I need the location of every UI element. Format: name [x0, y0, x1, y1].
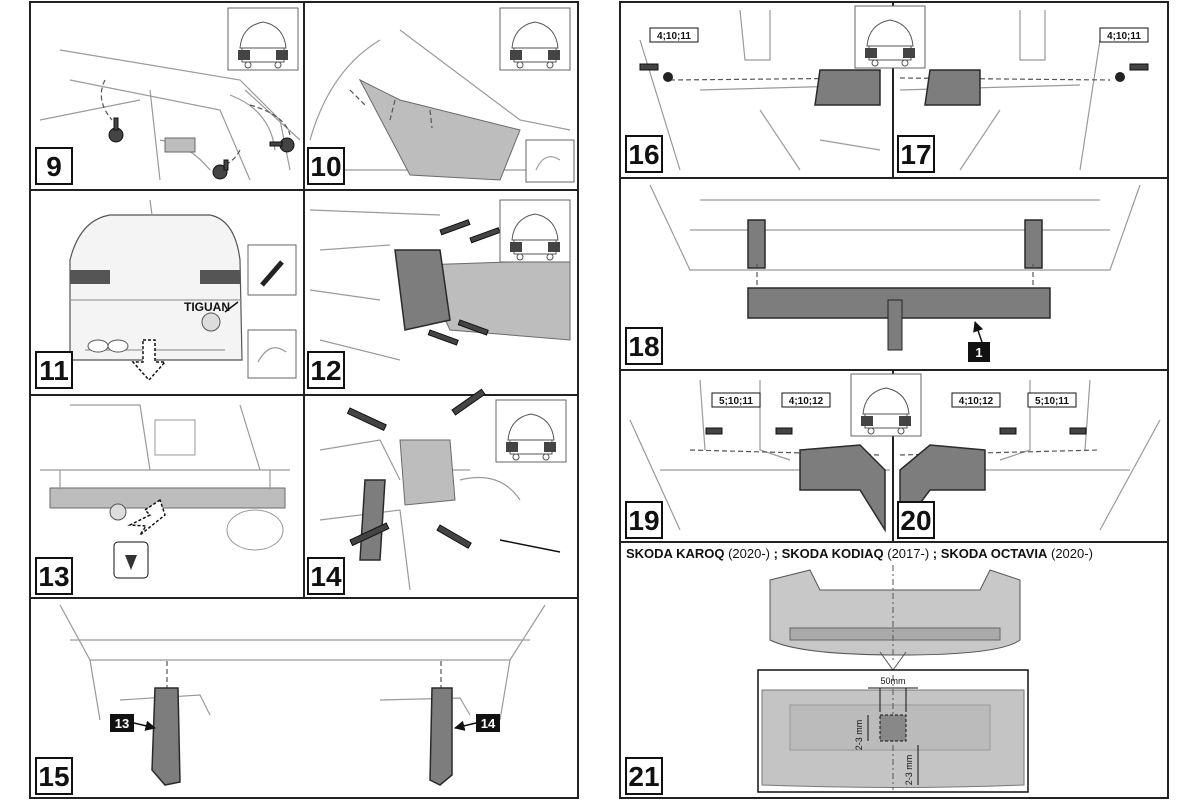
mount-plate: [394, 249, 451, 331]
step-label-19: [625, 501, 663, 539]
vehicle-models-title: SKODA KAROQ (2020-) ; SKODA KODIAQ (2017…: [626, 546, 1093, 561]
step-label-17: [897, 135, 935, 173]
step-number-14: 14: [310, 561, 342, 592]
panel-15: 13 14 15: [35, 604, 546, 795]
panel-10: 10: [307, 7, 575, 185]
step-number-20: 20: [900, 505, 931, 536]
bracket-left-16: [814, 69, 881, 106]
tiguan-emblem-label: TIGUAN: [184, 300, 230, 314]
left-side-bracket-13: [151, 687, 181, 786]
frame-rail-end: [399, 439, 456, 506]
step-label-15: [35, 757, 73, 795]
step-number-16: 16: [628, 139, 659, 170]
step-label-9: [35, 147, 73, 185]
part-1-tag: 1: [975, 345, 982, 360]
right-side-bracket-14: [429, 687, 453, 786]
panel-17: 4;10;11 17: [897, 10, 1149, 173]
step-number-21: 21: [628, 761, 659, 792]
step-label-21: [625, 757, 663, 795]
panel-14: 14: [307, 388, 567, 595]
torque-code-20-outer: 5;10;11: [1035, 396, 1069, 407]
step-label-13: [35, 557, 73, 595]
cutout-height-dimension-a: 2-3 mm: [854, 720, 864, 751]
step-label-11: [35, 351, 73, 389]
panel-12: 12: [307, 199, 571, 389]
torque-code-17: 4;10;11: [1107, 31, 1141, 42]
step-label-18: [625, 327, 663, 365]
bumper-liner: [358, 78, 521, 181]
cutout-area: [879, 714, 907, 742]
part-13-tag: 13: [115, 716, 129, 731]
panel-20: 4;10;12 5;10;11 20: [897, 379, 1161, 539]
panel-18: 1 18: [625, 184, 1141, 365]
panel-16: 4;10;11 16: [625, 5, 926, 173]
step-label-16: [625, 135, 663, 173]
torque-code-20-inner: 4;10;12: [959, 396, 994, 407]
bracket-left-19: [799, 444, 886, 533]
cutout-width-dimension: 50mm: [880, 676, 905, 686]
bumper-beam: [49, 487, 286, 509]
panel-13: 13: [35, 404, 290, 595]
panel-19: 5;10;11 4;10;12 19: [625, 373, 922, 539]
step-number-11: 11: [39, 355, 69, 386]
step-number-10: 10: [310, 151, 341, 182]
panel-21: SKODA KAROQ (2020-) ; SKODA KODIAQ (2017…: [625, 546, 1093, 795]
step-number-15: 15: [38, 761, 69, 792]
torque-code-19-outer: 5;10;11: [719, 396, 753, 407]
panel-11: TIGUAN 11: [35, 199, 297, 389]
step-number-13: 13: [38, 561, 69, 592]
step-number-17: 17: [900, 139, 931, 170]
part-14-tag: 14: [481, 716, 496, 731]
step-number-12: 12: [310, 355, 341, 386]
step-label-20: [897, 501, 935, 539]
step-number-9: 9: [46, 151, 62, 182]
torque-code-19-inner: 4;10;12: [789, 396, 824, 407]
bracket-right-17: [924, 69, 981, 106]
step-label-10: [307, 147, 345, 185]
cutout-height-dimension-b: 2-3 mm: [904, 755, 914, 786]
step-number-19: 19: [628, 505, 659, 536]
step-number-18: 18: [628, 331, 659, 362]
step-label-12: [307, 351, 345, 389]
torque-code-16: 4;10;11: [657, 31, 691, 42]
panel-9: 9: [35, 7, 301, 185]
step-label-14: [307, 557, 345, 595]
